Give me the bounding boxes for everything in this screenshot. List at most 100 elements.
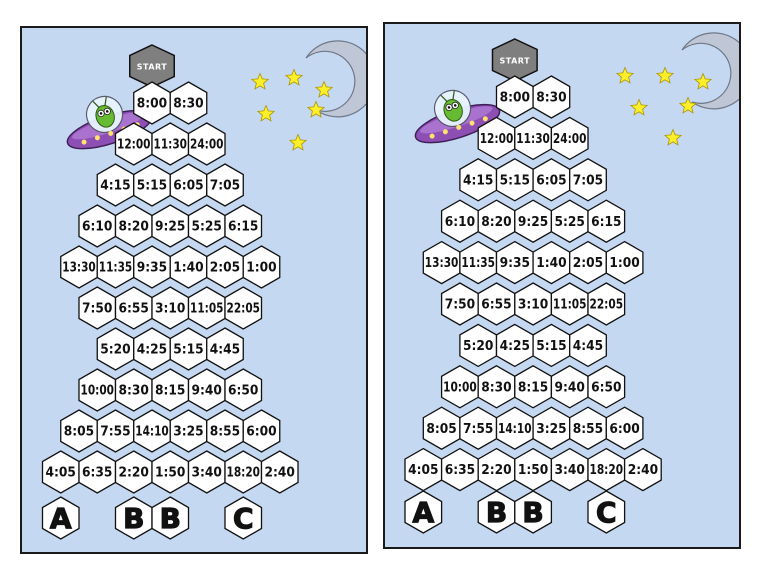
time-hex[interactable]: 9:35 [133, 245, 171, 289]
time-hex[interactable]: 4:45 [206, 327, 244, 371]
time-hex[interactable]: 10:00 [78, 368, 117, 412]
time-hex[interactable]: 5:15 [532, 323, 571, 368]
time-hex[interactable]: 2:05 [206, 245, 244, 289]
time-hex[interactable]: 18:20 [224, 450, 263, 494]
time-hex[interactable]: 8:15 [514, 365, 553, 409]
time-hex[interactable]: 5:25 [187, 204, 226, 248]
time-hex[interactable]: 4:15 [96, 163, 135, 207]
time-hex[interactable]: 22:05 [224, 286, 263, 330]
time-hex[interactable]: 6:00 [605, 406, 644, 450]
time-hex[interactable]: 6:55 [477, 282, 516, 326]
time-hex[interactable]: 8:05 [60, 409, 98, 453]
time-hex[interactable]: 9:25 [514, 199, 553, 243]
time-hex[interactable]: 8:55 [569, 406, 607, 450]
exit-hex-a[interactable]: A [41, 496, 80, 540]
exit-hex-c[interactable]: C [224, 496, 263, 540]
time-hex[interactable]: 12:00 [114, 122, 153, 166]
time-hex[interactable]: 4:25 [495, 323, 534, 368]
time-hex[interactable]: 9:40 [187, 368, 226, 412]
start-hex[interactable]: START [129, 44, 175, 88]
time-hex[interactable]: 3:40 [187, 450, 226, 494]
time-hex[interactable]: 13:30 [60, 245, 98, 289]
time-hex[interactable]: 4:05 [404, 447, 443, 492]
time-hex[interactable]: 2:20 [477, 447, 516, 492]
time-hex[interactable]: 4:15 [459, 158, 498, 202]
time-hex[interactable]: 24:00 [187, 122, 226, 166]
time-hex[interactable]: 14:10 [495, 406, 534, 450]
time-hex[interactable]: 9:25 [151, 204, 190, 248]
time-hex[interactable]: 22:05 [587, 282, 626, 326]
exit-hex-a[interactable]: A [404, 490, 443, 534]
time-hex[interactable]: 4:05 [41, 450, 80, 494]
time-hex[interactable]: 7:05 [206, 163, 244, 207]
time-hex[interactable]: 6:00 [242, 409, 281, 453]
time-hex[interactable]: 3:25 [532, 406, 571, 450]
time-hex[interactable]: 6:35 [78, 450, 117, 494]
time-hex[interactable]: 14:10 [133, 409, 171, 453]
time-hex[interactable]: 6:05 [532, 158, 571, 202]
time-hex[interactable]: 2:20 [114, 450, 153, 494]
time-hex[interactable]: 5:15 [495, 158, 534, 202]
time-hex[interactable]: 8:00 [133, 81, 171, 125]
time-hex[interactable]: 11:35 [459, 240, 498, 285]
time-hex[interactable]: 2:40 [623, 447, 662, 492]
exit-hex-b[interactable]: B [114, 496, 153, 540]
time-hex[interactable]: 8:15 [151, 368, 190, 412]
time-hex[interactable]: 5:25 [550, 199, 589, 243]
time-hex[interactable]: 9:40 [550, 365, 589, 409]
time-hex[interactable]: 1:00 [605, 240, 644, 285]
time-hex[interactable]: 5:20 [459, 323, 498, 368]
time-hex[interactable]: 8:30 [114, 368, 153, 412]
time-hex[interactable]: 8:20 [114, 204, 153, 248]
time-hex[interactable]: 8:20 [477, 199, 516, 243]
time-hex[interactable]: 4:25 [133, 327, 171, 371]
time-hex[interactable]: 5:20 [96, 327, 135, 371]
time-hex[interactable]: 5:15 [133, 163, 171, 207]
time-hex[interactable]: 24:00 [550, 116, 589, 161]
time-hex[interactable]: 3:40 [550, 447, 589, 492]
time-hex[interactable]: 8:30 [532, 75, 571, 119]
time-hex[interactable]: 1:50 [514, 447, 553, 492]
time-hex[interactable]: 11:05 [187, 286, 226, 330]
time-hex[interactable]: 7:05 [569, 158, 607, 202]
time-hex[interactable]: 7:50 [440, 282, 479, 326]
time-hex[interactable]: 8:30 [477, 365, 516, 409]
time-hex[interactable]: 4:45 [569, 323, 607, 368]
time-hex[interactable]: 7:55 [96, 409, 135, 453]
time-hex[interactable]: 6:55 [114, 286, 153, 330]
exit-hex-b[interactable]: B [514, 490, 553, 534]
time-hex[interactable]: 6:05 [169, 163, 208, 207]
time-hex[interactable]: 13:30 [422, 240, 461, 285]
start-hex[interactable]: START [491, 38, 538, 82]
time-hex[interactable]: 11:30 [151, 122, 190, 166]
exit-hex-b[interactable]: B [477, 490, 516, 534]
time-hex[interactable]: 18:20 [587, 447, 626, 492]
time-hex[interactable]: 6:10 [440, 199, 479, 243]
time-hex[interactable]: 7:50 [78, 286, 117, 330]
time-hex[interactable]: 11:05 [550, 282, 589, 326]
time-hex[interactable]: 8:30 [169, 81, 208, 125]
time-hex[interactable]: 2:05 [569, 240, 607, 285]
time-hex[interactable]: 1:40 [532, 240, 571, 285]
time-hex[interactable]: 6:10 [78, 204, 117, 248]
time-hex[interactable]: 6:35 [440, 447, 479, 492]
time-hex[interactable]: 6:50 [224, 368, 263, 412]
time-hex[interactable]: 1:40 [169, 245, 208, 289]
time-hex[interactable]: 8:00 [495, 75, 534, 119]
time-hex[interactable]: 3:25 [169, 409, 208, 453]
time-hex[interactable]: 9:35 [495, 240, 534, 285]
time-hex[interactable]: 1:00 [242, 245, 281, 289]
time-hex[interactable]: 7:55 [459, 406, 498, 450]
exit-hex-c[interactable]: C [587, 490, 626, 534]
time-hex[interactable]: 6:15 [224, 204, 263, 248]
time-hex[interactable]: 12:00 [477, 116, 516, 161]
time-hex[interactable]: 8:55 [206, 409, 244, 453]
time-hex[interactable]: 5:15 [169, 327, 208, 371]
time-hex[interactable]: 8:05 [422, 406, 461, 450]
time-hex[interactable]: 6:50 [587, 365, 626, 409]
exit-hex-b[interactable]: B [151, 496, 190, 540]
time-hex[interactable]: 2:40 [260, 450, 299, 494]
time-hex[interactable]: 11:30 [514, 116, 553, 161]
time-hex[interactable]: 6:15 [587, 199, 626, 243]
time-hex[interactable]: 10:00 [440, 365, 479, 409]
